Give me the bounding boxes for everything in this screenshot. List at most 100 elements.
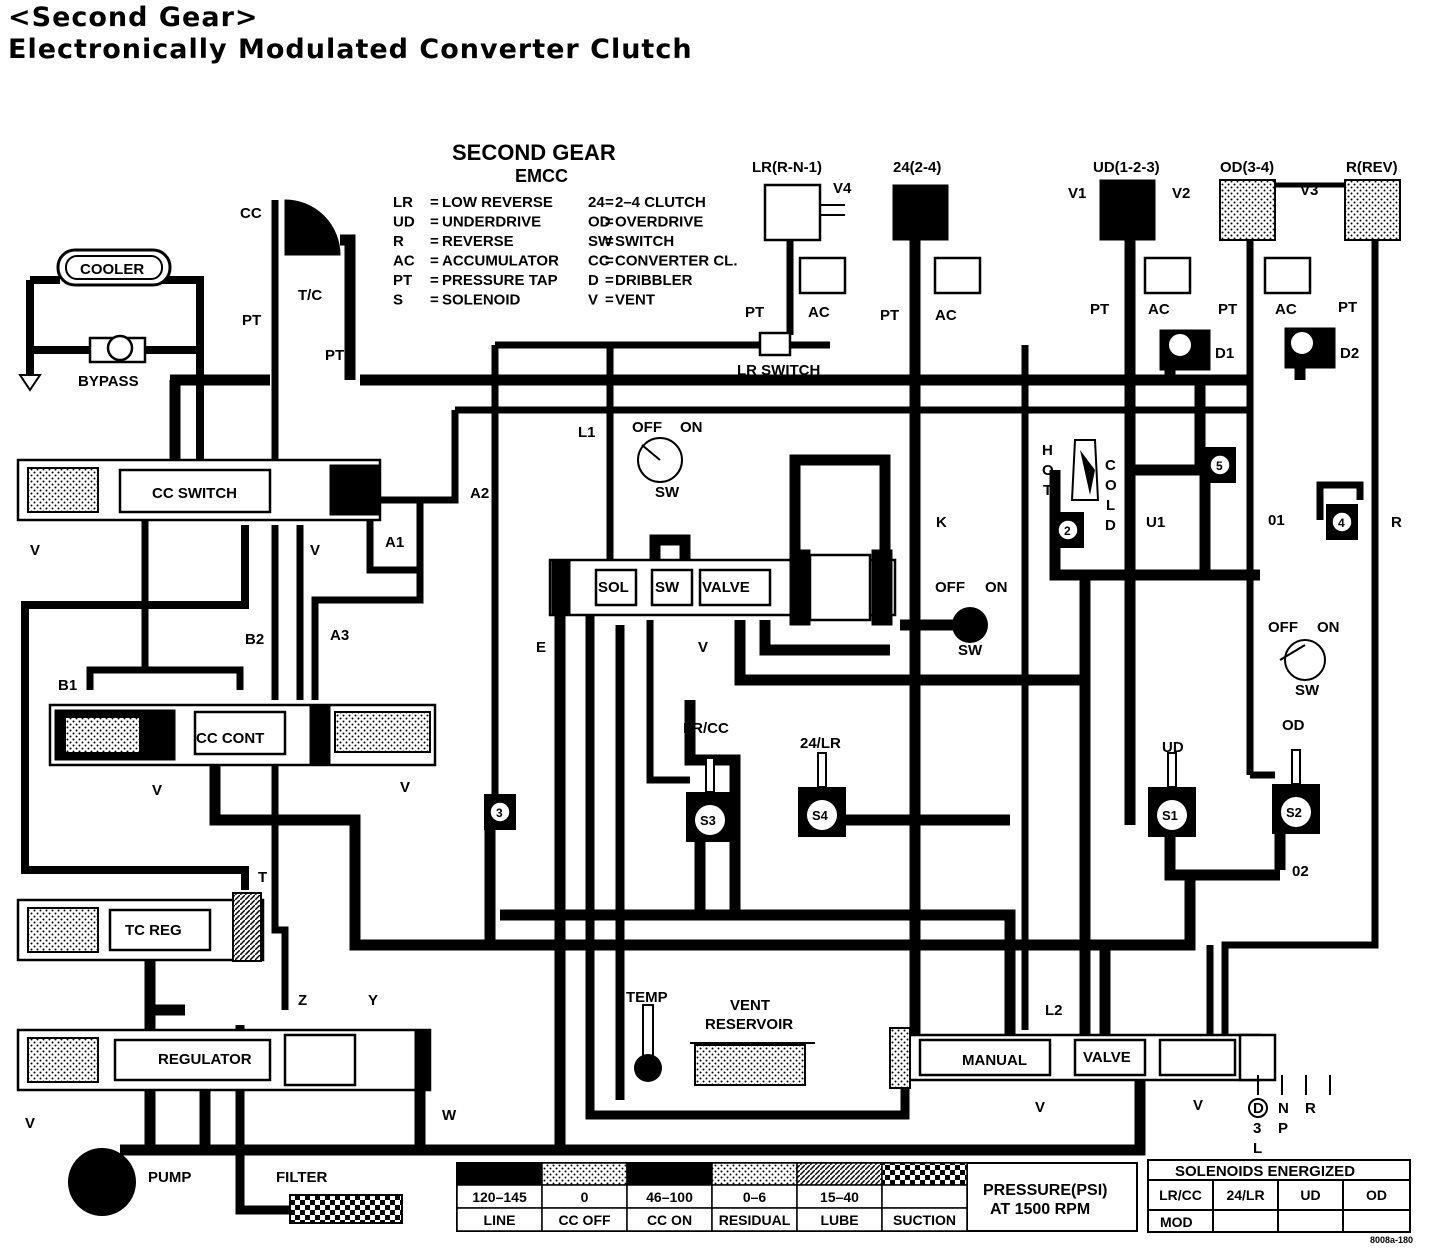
gear-selector: D 3 L N P R <box>1248 1075 1331 1157</box>
abbr-value: VENT <box>615 292 655 309</box>
gear-l: L <box>1253 1140 1262 1157</box>
v2-label: V2 <box>1172 185 1190 202</box>
abbr-sep: = <box>430 214 439 231</box>
pressure-swatch <box>626 1162 713 1186</box>
abbr-key: OD <box>588 214 611 231</box>
on-label: ON <box>985 579 1008 596</box>
hot-letter-o: O <box>1042 462 1054 479</box>
hot-letter-h: H <box>1042 442 1053 459</box>
vent-label: V <box>25 1115 35 1132</box>
abbr-value: LOW REVERSE <box>442 194 553 211</box>
pressure-name: LUBE <box>820 1212 858 1228</box>
solenoid-stem <box>817 752 827 788</box>
abbr-sep: = <box>430 272 439 289</box>
abbr-value: SOLENOID <box>442 292 521 309</box>
abbr-key: 24 <box>588 194 605 211</box>
circuit-t: T <box>258 869 267 886</box>
ud-clutch: UD(1-2-3) V1 V2 <box>1068 159 1192 295</box>
regulator-valve: REGULATOR V <box>16 1028 432 1132</box>
cc-cont-label: CC CONT <box>196 730 264 747</box>
vent-label: V <box>30 542 40 559</box>
abbr-key: LR <box>393 194 413 211</box>
vent-label: V <box>698 639 708 656</box>
abbr-sep: = <box>430 253 439 270</box>
cooler-label: COOLER <box>80 261 144 278</box>
abbr-key: SW <box>588 233 613 250</box>
abbr-key: UD <box>393 214 415 231</box>
checkball-4: 4 <box>1338 516 1345 530</box>
solenoid-switch-valve: SOL SW VALVE V <box>548 549 897 656</box>
od-accumulator <box>1263 256 1312 295</box>
pressure-value-cell <box>881 1184 968 1209</box>
vent-label: V <box>1035 1099 1045 1116</box>
abbr-sep: = <box>605 292 614 309</box>
solenoid-table-header: UD <box>1300 1187 1320 1203</box>
tc-regulator-valve: TC REG <box>16 892 265 962</box>
solenoid-table-title: SOLENOIDS ENERGIZED <box>1175 1163 1355 1180</box>
circuit-k: K <box>936 514 947 531</box>
abbr-key: D <box>588 272 599 289</box>
solenoid-circle <box>1157 800 1187 830</box>
abbr-value: ACCUMULATOR <box>442 253 559 270</box>
circuit-r: R <box>1391 514 1402 531</box>
pt-label: PT <box>242 312 261 329</box>
solenoid-circle <box>695 805 725 835</box>
solenoid-s1: S1 <box>1162 808 1178 823</box>
abbr-value: SWITCH <box>615 233 674 250</box>
sw-label: SW <box>655 484 680 501</box>
pressure-name: RESIDUAL <box>719 1212 791 1228</box>
pressure-swatch <box>541 1162 628 1186</box>
circuit-a3: A3 <box>330 627 349 644</box>
circuit-l1: L1 <box>578 424 596 441</box>
solenoid-captions: LR/CC 24/LR UD OD <box>683 717 1305 756</box>
torque-converter: CC T/C <box>240 199 341 304</box>
page-title: <Second Gear> Electronically Modulated C… <box>8 2 693 66</box>
ac-label: AC <box>808 304 830 321</box>
sol-label: SOL <box>598 579 629 596</box>
circuit-z: Z <box>298 992 307 1009</box>
solenoid-circle <box>807 800 837 830</box>
solenoid-s3: S3 <box>700 813 716 828</box>
pressure-caption-2: AT 1500 RPM <box>990 1201 1090 1218</box>
circuit-u1: U1 <box>1146 514 1165 531</box>
diagram-subtitle: EMCC <box>515 166 568 186</box>
dribblers: D1 D2 <box>1159 327 1359 371</box>
pressure-value: 120–145 <box>472 1189 527 1205</box>
abbr-key: V <box>588 292 598 309</box>
circuit-a2: A2 <box>470 485 489 502</box>
abbr-sep: = <box>605 272 614 289</box>
pt-label: PT <box>325 347 344 364</box>
on-label: ON <box>680 419 703 436</box>
valve-label: VALVE <box>1083 1049 1131 1066</box>
regulator-label: REGULATOR <box>158 1051 252 1068</box>
solenoid-table-row-label: MOD <box>1160 1214 1193 1230</box>
abbr-value: UNDERDRIVE <box>442 214 541 231</box>
v1-label: V1 <box>1068 185 1086 202</box>
abbr-value: CONVERTER CL. <box>615 253 738 270</box>
checkball-5: 5 <box>1216 459 1223 473</box>
switches: OFF ON SW OFF ON SW OFF ON SW <box>632 419 1340 699</box>
ac-label: AC <box>1275 301 1297 318</box>
gear-p: P <box>1278 1120 1288 1137</box>
abbr-value: DRIBBLER <box>615 272 693 289</box>
solenoid-circle <box>1281 797 1311 827</box>
circuit-l2: L2 <box>1045 1002 1063 1019</box>
pressure-name: SUCTION <box>893 1212 956 1228</box>
off-label: OFF <box>935 579 965 596</box>
abbr-sep: = <box>605 194 614 211</box>
abbr-sep: = <box>605 233 614 250</box>
abbr-sep: = <box>430 292 439 309</box>
manual-label: MANUAL <box>962 1052 1027 1069</box>
abbr-key: R <box>393 233 404 250</box>
checkball-circle <box>1057 519 1079 541</box>
temp-sensor: TEMP <box>626 989 668 1082</box>
circuit-01: 01 <box>1268 512 1285 529</box>
circuit-w: W <box>442 1107 457 1124</box>
pump: PUMP <box>68 1148 191 1216</box>
valve-label: VALVE <box>702 579 750 596</box>
pt-label: PT <box>1338 299 1357 316</box>
circuit-y: Y <box>368 992 378 1009</box>
vent-reservoir-label-2: RESERVOIR <box>705 1016 793 1033</box>
